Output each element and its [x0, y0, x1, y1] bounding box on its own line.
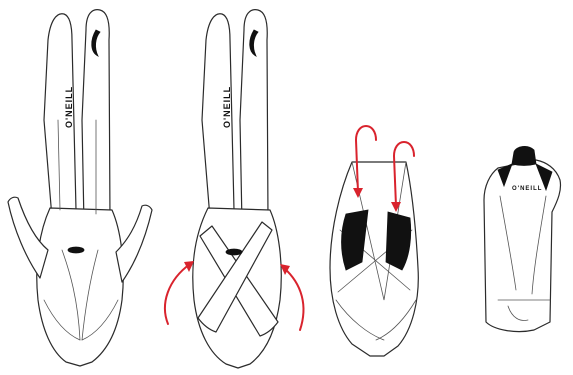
- step-2-logo-icon: [226, 249, 242, 255]
- step-1-torso: [37, 208, 124, 366]
- step-1-logo-icon: [68, 247, 84, 253]
- step-2-arms-folded: O'NEILL: [165, 10, 304, 368]
- step-4-fully-folded: O'NEILL: [484, 146, 561, 331]
- step-2-right-fold-arrow: [284, 268, 303, 330]
- step-2-brand-label: O'NEILL: [222, 86, 232, 128]
- step-1-brand-label: O'NEILL: [64, 86, 74, 128]
- step-1-wetsuit-flat: O'NEILL: [8, 10, 152, 366]
- step-2-left-fold-arrow: [165, 264, 190, 324]
- step-4-neck-collar: [512, 146, 536, 165]
- step-3-legs-folded: [330, 126, 418, 356]
- step-4-brand-label: O'NEILL: [512, 186, 542, 192]
